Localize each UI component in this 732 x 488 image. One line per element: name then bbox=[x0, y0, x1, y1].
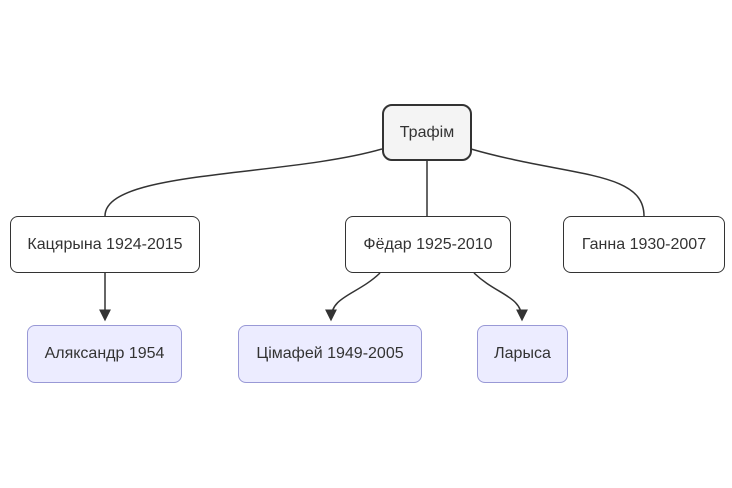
node-fiodar-label: Фёдар 1925-2010 bbox=[363, 235, 493, 253]
node-tsimafei-label: Цімафей 1949-2005 bbox=[256, 345, 404, 363]
edge-fiodar-tsimafei bbox=[325, 272, 381, 322]
edge-trafim-katsyaryna bbox=[104, 148, 383, 217]
node-larysa-label: Ларыса bbox=[494, 345, 551, 363]
edge-fiodar-larysa bbox=[473, 272, 528, 322]
node-katsyaryna: Кацярына 1924-2015 bbox=[10, 216, 200, 273]
node-trafim-label: Трафім bbox=[399, 123, 455, 141]
node-fiodar: Фёдар 1925-2010 bbox=[345, 216, 511, 273]
node-tsimafei: Цімафей 1949-2005 bbox=[238, 325, 422, 383]
node-katsyaryna-label: Кацярына 1924-2015 bbox=[27, 235, 183, 253]
node-hanna-label: Ганна 1930-2007 bbox=[581, 235, 707, 253]
node-larysa: Ларыса bbox=[477, 325, 568, 383]
node-trafim: Трафім bbox=[382, 104, 472, 161]
node-hanna: Ганна 1930-2007 bbox=[563, 216, 725, 273]
edge-trafim-hanna bbox=[470, 148, 645, 217]
node-alyaksandr: Аляксандр 1954 bbox=[27, 325, 182, 383]
node-alyaksandr-label: Аляксандр 1954 bbox=[44, 345, 165, 363]
